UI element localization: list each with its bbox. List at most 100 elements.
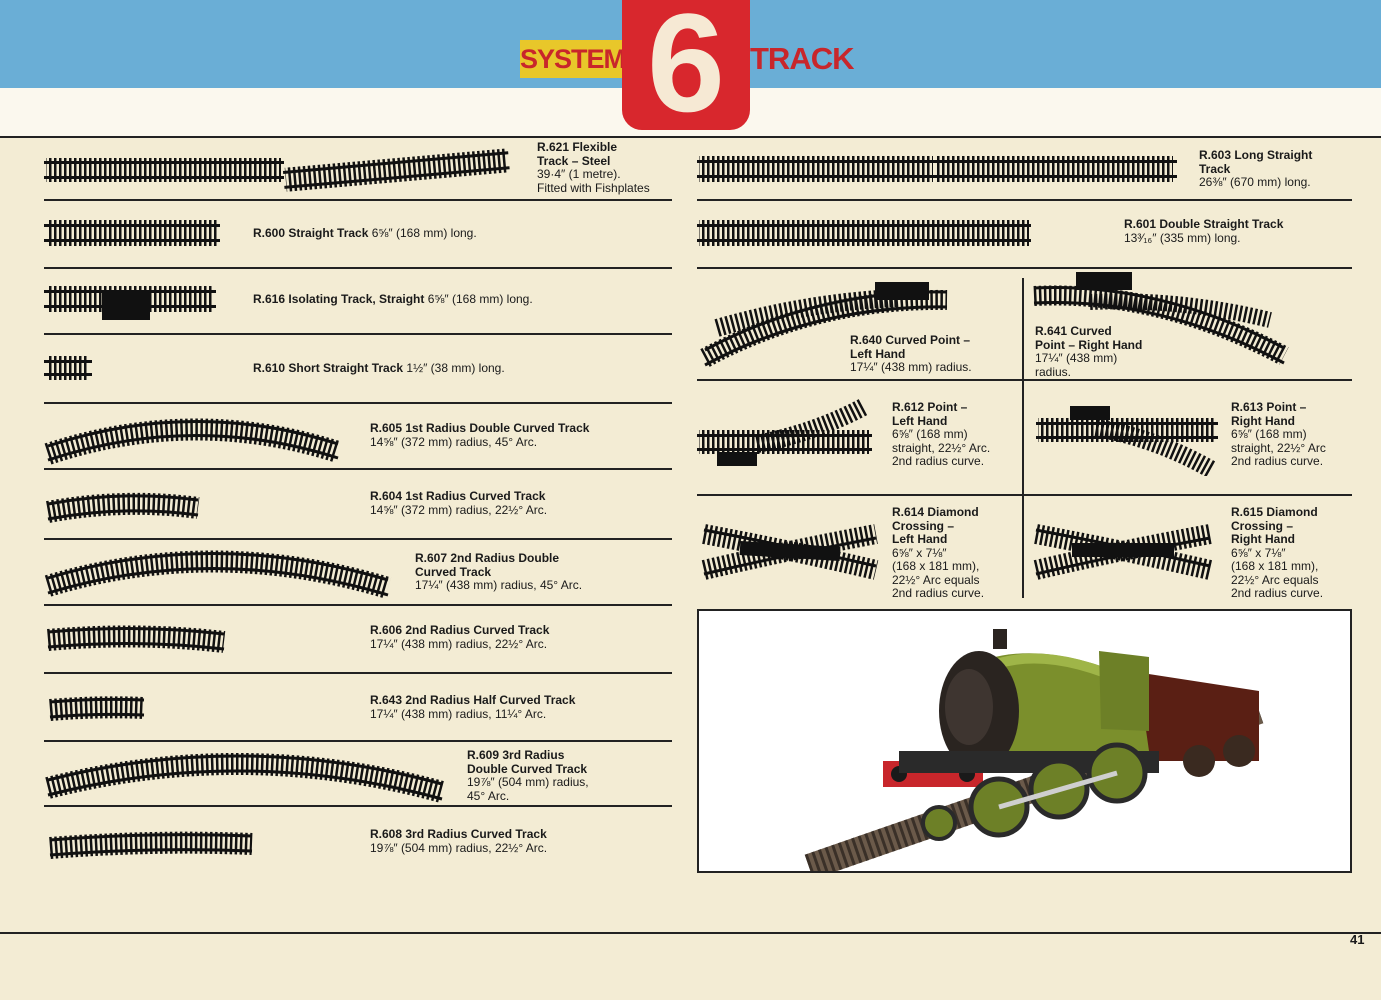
desc-line: 6⅝″ (168 mm)	[892, 427, 968, 441]
label-r608: R.608 3rd Radius Curved Track 19⅞″ (504 …	[370, 827, 548, 855]
desc: Point – Right Hand	[1035, 337, 1143, 352]
desc-line: 45° Arc.	[467, 788, 510, 803]
label-r616: R.616 Isolating Track, Straight 6⅝″ (168…	[253, 292, 533, 307]
track-illustration-r612	[697, 398, 872, 466]
desc: Crossing –	[1231, 518, 1294, 533]
desc-line: straight, 22½° Arc	[1231, 440, 1326, 455]
track-illustration-r603	[697, 156, 1177, 182]
code: R.612 Point –	[892, 400, 968, 414]
divider	[44, 402, 672, 404]
desc-line: 6⅝″ x 7⅛″	[892, 545, 947, 560]
divider	[44, 805, 672, 807]
label-r612: R.612 Point – Left Hand 6⅝″ (168 mm) str…	[892, 400, 991, 469]
label-r621: R.621 Flexible Track – Steel 39·4″ (1 me…	[537, 140, 650, 195]
desc-line: 2nd radius curve.	[1231, 454, 1324, 468]
track-illustration-r604	[46, 492, 200, 523]
desc-line: straight, 22½° Arc.	[892, 440, 991, 455]
divider	[44, 740, 672, 742]
track-illustration-r610	[44, 356, 92, 380]
track-illustration-r601	[697, 220, 1031, 246]
desc-line: 2nd radius curve.	[892, 454, 985, 468]
code: R.621 Flexible	[537, 140, 618, 154]
divider	[44, 333, 672, 335]
desc: Left Hand	[850, 346, 906, 361]
track-illustration-r641	[1033, 272, 1289, 365]
divider	[44, 199, 672, 201]
desc-line: 17¼″ (438 mm) radius.	[850, 360, 972, 374]
divider	[44, 604, 672, 606]
code: R.615 Diamond	[1231, 505, 1318, 519]
label-r641: R.641 Curved Point – Right Hand 17¼″ (43…	[1035, 324, 1143, 379]
column-divider	[1022, 278, 1024, 598]
label-r603: R.603 Long Straight Track 26⅜″ (670 mm) …	[1199, 148, 1313, 190]
code: R.601 Double Straight Track	[1124, 217, 1284, 231]
code: R.614 Diamond	[892, 505, 979, 519]
track-illustration-r608	[49, 831, 253, 859]
label-r607: R.607 2nd Radius Double Curved Track 17¼…	[415, 551, 582, 593]
top-rule	[0, 136, 1381, 138]
desc: 1½″ (38 mm) long.	[406, 361, 505, 375]
code: R.643 2nd Radius Half Curved Track	[370, 693, 576, 707]
label-r614: R.614 Diamond Crossing – Left Hand 6⅝″ x…	[892, 505, 985, 601]
label-r600: R.600 Straight Track 6⅝″ (168 mm) long.	[253, 226, 477, 241]
label-r613: R.613 Point – Right Hand 6⅝″ (168 mm) st…	[1231, 400, 1326, 469]
desc: Crossing –	[892, 518, 955, 533]
desc: Left Hand	[892, 413, 948, 428]
code: R.604 1st Radius Curved Track	[370, 489, 546, 503]
code: R.607 2nd Radius Double	[415, 551, 560, 565]
desc-line: 22½° Arc equals	[892, 572, 980, 587]
desc: 14⅝″ (372 mm) radius, 45° Arc.	[370, 434, 538, 449]
desc: Curved Track	[415, 564, 492, 579]
label-r610: R.610 Short Straight Track 1½″ (38 mm) l…	[253, 361, 505, 376]
locomotive-illustration	[804, 629, 1264, 880]
track-illustration-r640	[700, 282, 948, 367]
label-r640: R.640 Curved Point – Left Hand 17¼″ (438…	[850, 333, 972, 375]
divider	[44, 468, 672, 470]
track-illustration-r621	[44, 148, 510, 192]
desc-line: 26⅜″ (670 mm) long.	[1199, 175, 1311, 189]
desc: Right Hand	[1231, 413, 1295, 428]
desc: 6⅝″ (168 mm) long.	[371, 226, 477, 240]
title-six: 6	[622, 0, 750, 133]
code: R.608 3rd Radius Curved Track	[370, 827, 547, 841]
divider	[44, 538, 672, 540]
code: R.603 Long Straight	[1199, 148, 1313, 162]
desc: Track	[1199, 161, 1231, 176]
label-r615: R.615 Diamond Crossing – Right Hand 6⅝″ …	[1231, 505, 1324, 601]
desc: 14⅝″ (372 mm) radius, 22½° Arc.	[370, 502, 548, 517]
track-illustration-r600	[44, 220, 220, 246]
desc-line: radius.	[1035, 364, 1072, 379]
desc-line: 2nd radius curve.	[1231, 586, 1324, 600]
label-r601: R.601 Double Straight Track 13³⁄₁₆″ (335…	[1124, 217, 1284, 245]
desc-line: (168 x 181 mm),	[892, 559, 980, 573]
desc-line: Right Hand	[1231, 532, 1295, 546]
label-r606: R.606 2nd Radius Curved Track 17¼″ (438 …	[370, 623, 549, 651]
desc: 6⅝″ (168 mm) long.	[427, 292, 533, 306]
code: R.640 Curved Point –	[850, 333, 971, 347]
title-system: SYSTEM	[520, 40, 626, 78]
desc-line: 2nd radius curve.	[892, 586, 985, 600]
label-r609: R.609 3rd Radius Double Curved Track 19⅞…	[467, 748, 589, 803]
title-track: TRACK	[750, 41, 855, 76]
desc-line: Fitted with Fishplates	[537, 180, 650, 195]
code: R.600 Straight Track	[253, 226, 369, 240]
desc-line: 19⅞″ (504 mm) radius,	[467, 775, 589, 789]
desc: Track – Steel	[537, 153, 611, 168]
footer-rule	[0, 932, 1381, 934]
desc: 17¼″ (438 mm) radius, 11¼° Arc.	[370, 706, 547, 721]
desc: 19⅞″ (504 mm) radius, 22½° Arc.	[370, 840, 548, 855]
label-r643: R.643 2nd Radius Half Curved Track 17¼″ …	[370, 693, 576, 721]
code: R.616 Isolating Track, Straight	[253, 292, 425, 306]
desc: 13³⁄₁₆″ (335 mm) long.	[1124, 230, 1241, 245]
code: R.613 Point –	[1231, 400, 1307, 414]
desc-line: 39·4″ (1 metre).	[537, 167, 621, 181]
track-illustration-r607	[44, 550, 392, 599]
desc-line: Left Hand	[892, 532, 948, 546]
locomotive-photo	[697, 609, 1352, 880]
track-illustration-r616	[44, 286, 216, 320]
page-number: 41	[1350, 932, 1365, 947]
desc: 17¼″ (438 mm) radius, 22½° Arc.	[370, 636, 548, 651]
track-illustration-r615	[1033, 524, 1213, 580]
divider	[697, 267, 1352, 269]
desc-line: 17¼″ (438 mm)	[1035, 351, 1118, 365]
